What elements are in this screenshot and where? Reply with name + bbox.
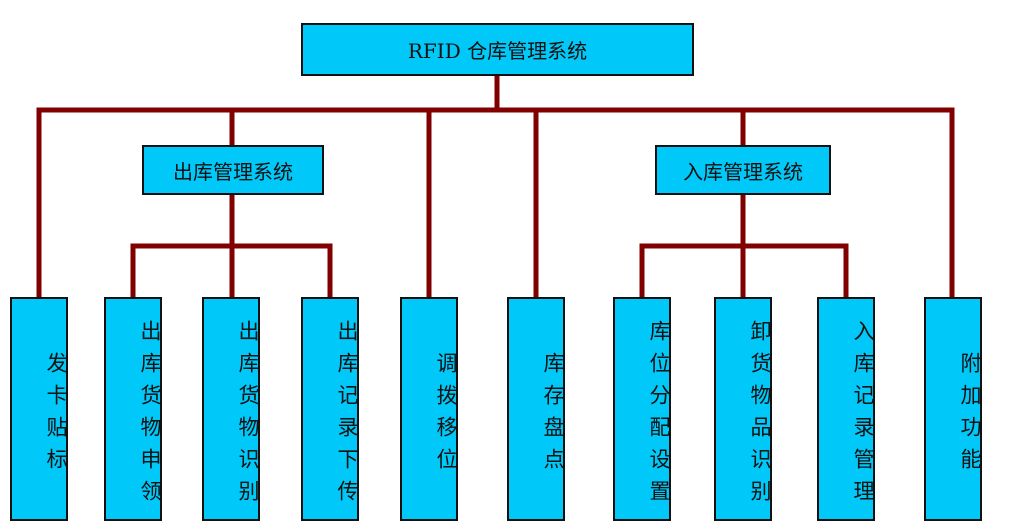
leaf-outbound-goods-picking: 出库货物申领 [104, 297, 162, 521]
leaf-transfer: 调拨移位 [400, 297, 458, 521]
leaf-additional-functions: 附加功能 [924, 297, 982, 521]
leaf-label: 发卡贴标 [44, 352, 68, 480]
outbound-subsystem-label: 出库管理系统 [173, 159, 293, 184]
leaf-outbound-goods-identification: 出库货物识别 [202, 297, 260, 521]
leaf-card-issue: 发卡贴标 [10, 297, 68, 521]
leaf-label: 调拨移位 [434, 352, 458, 480]
outbound-subsystem-node: 出库管理系统 [142, 145, 324, 195]
root-node: RFID 仓库管理系统 [301, 23, 694, 76]
leaf-location-allocation: 库位分配设置 [613, 297, 671, 521]
leaf-label: 库存盘点 [541, 352, 565, 480]
leaf-label: 卸货物品识别 [748, 320, 772, 512]
leaf-label: 库位分配设置 [647, 320, 671, 512]
leaf-unloading-identification: 卸货物品识别 [714, 297, 772, 521]
leaf-label: 附加功能 [958, 352, 982, 480]
leaf-label: 出库货物申领 [138, 320, 162, 512]
leaf-inbound-record-management: 入库记录管理 [817, 297, 875, 521]
inbound-subsystem-label: 入库管理系统 [683, 159, 803, 184]
root-node-label: RFID 仓库管理系统 [407, 39, 588, 63]
leaf-outbound-record-download: 出库记录下传 [301, 297, 359, 521]
leaf-label: 入库记录管理 [851, 320, 875, 512]
leaf-label: 出库记录下传 [335, 320, 359, 512]
inbound-subsystem-node: 入库管理系统 [655, 145, 831, 195]
leaf-label: 出库货物识别 [236, 320, 260, 512]
leaf-inventory-check: 库存盘点 [507, 297, 565, 521]
